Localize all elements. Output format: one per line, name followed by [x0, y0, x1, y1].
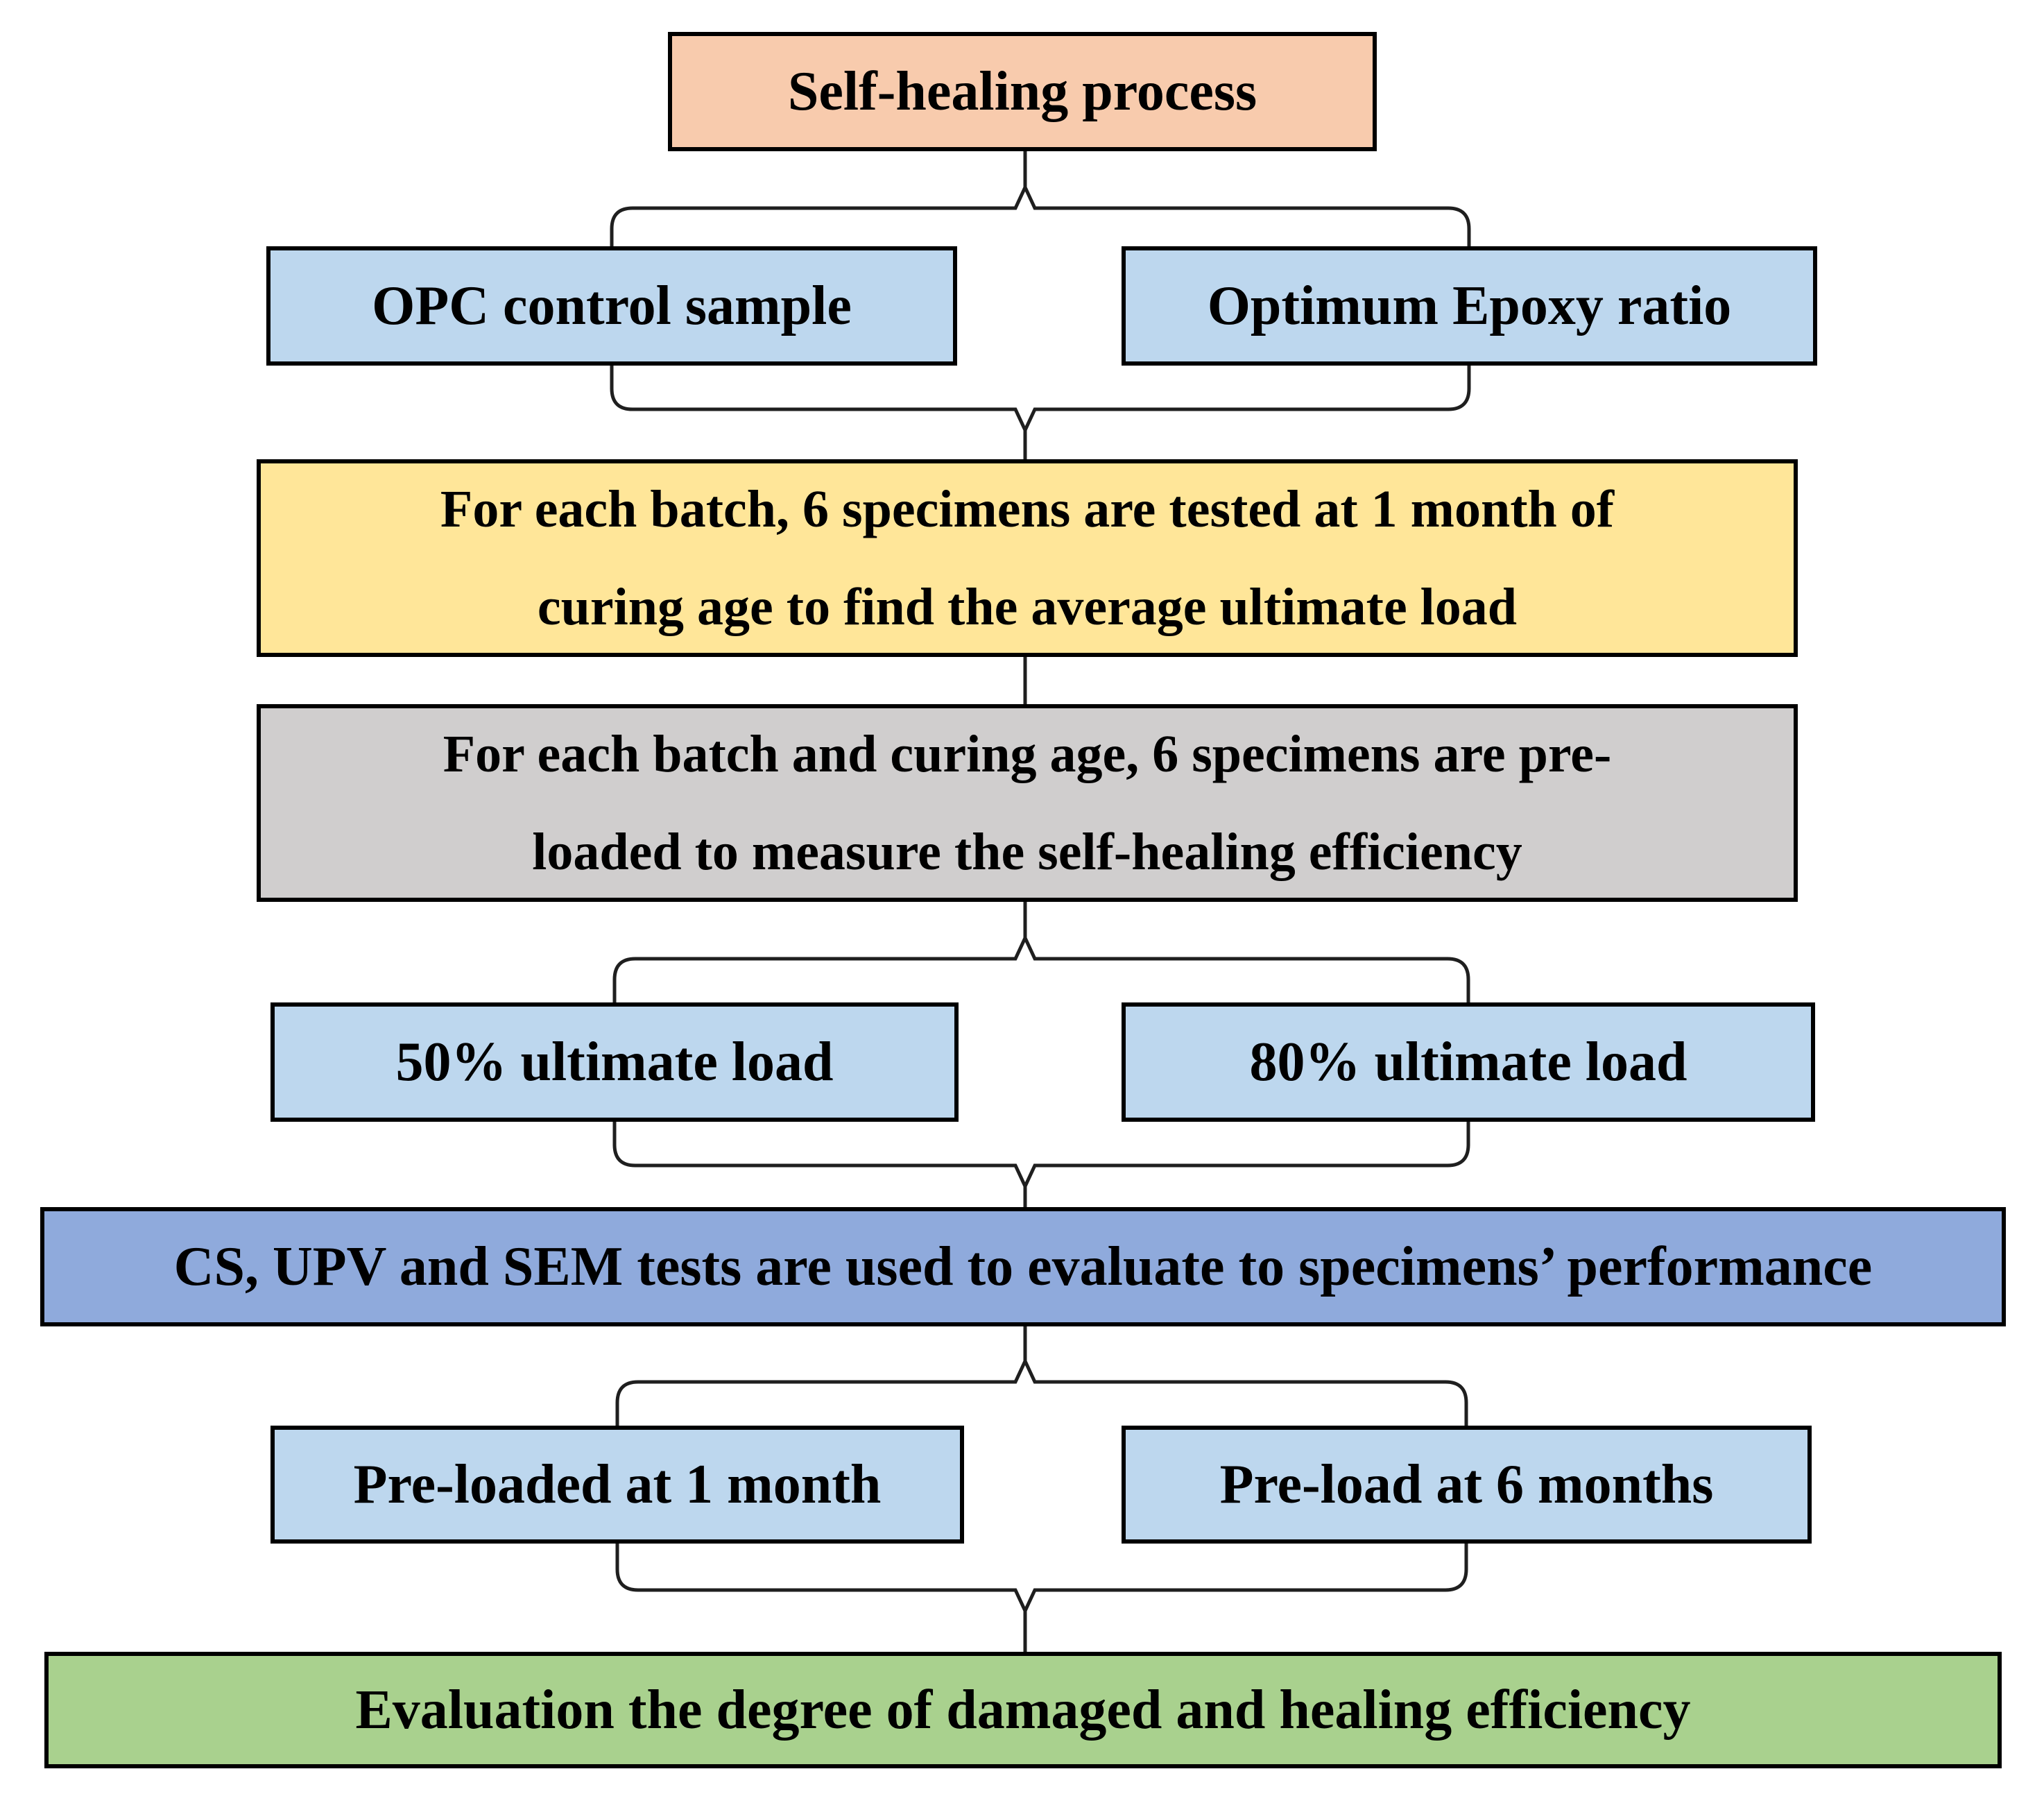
node-ultimate-load-test: For each batch, 6 specimens are tested a…	[257, 459, 1798, 657]
connector-merge-batch-brace	[610, 366, 1471, 434]
node-preload-measure: For each batch and curing age, 6 specime…	[257, 704, 1798, 902]
node-80-percent-ultimate-load: 80% ultimate load	[1122, 1002, 1815, 1122]
node-preloaded-1-month: Pre-loaded at 1 month	[270, 1426, 964, 1544]
connector-split-load-brace	[612, 934, 1470, 1002]
connector-merge-tests-brace	[612, 1122, 1470, 1190]
connector-split-age-brace	[615, 1357, 1468, 1426]
node-cs-upv-sem-tests: CS, UPV and SEM tests are used to evalua…	[40, 1207, 2006, 1326]
connector-merge-eval-brace	[615, 1544, 1468, 1615]
node-50-percent-ultimate-load: 50% ultimate load	[270, 1002, 959, 1122]
node-optimum-epoxy-ratio: Optimum Epoxy ratio	[1122, 246, 1817, 366]
node-self-healing-process: Self-healing process	[668, 32, 1377, 151]
node-preload-6-months: Pre-load at 6 months	[1122, 1426, 1812, 1544]
node-evaluation: Evaluation the degree of damaged and hea…	[44, 1652, 2002, 1768]
connector-split-start-brace	[610, 183, 1471, 246]
node-opc-control-sample: OPC control sample	[266, 246, 957, 366]
